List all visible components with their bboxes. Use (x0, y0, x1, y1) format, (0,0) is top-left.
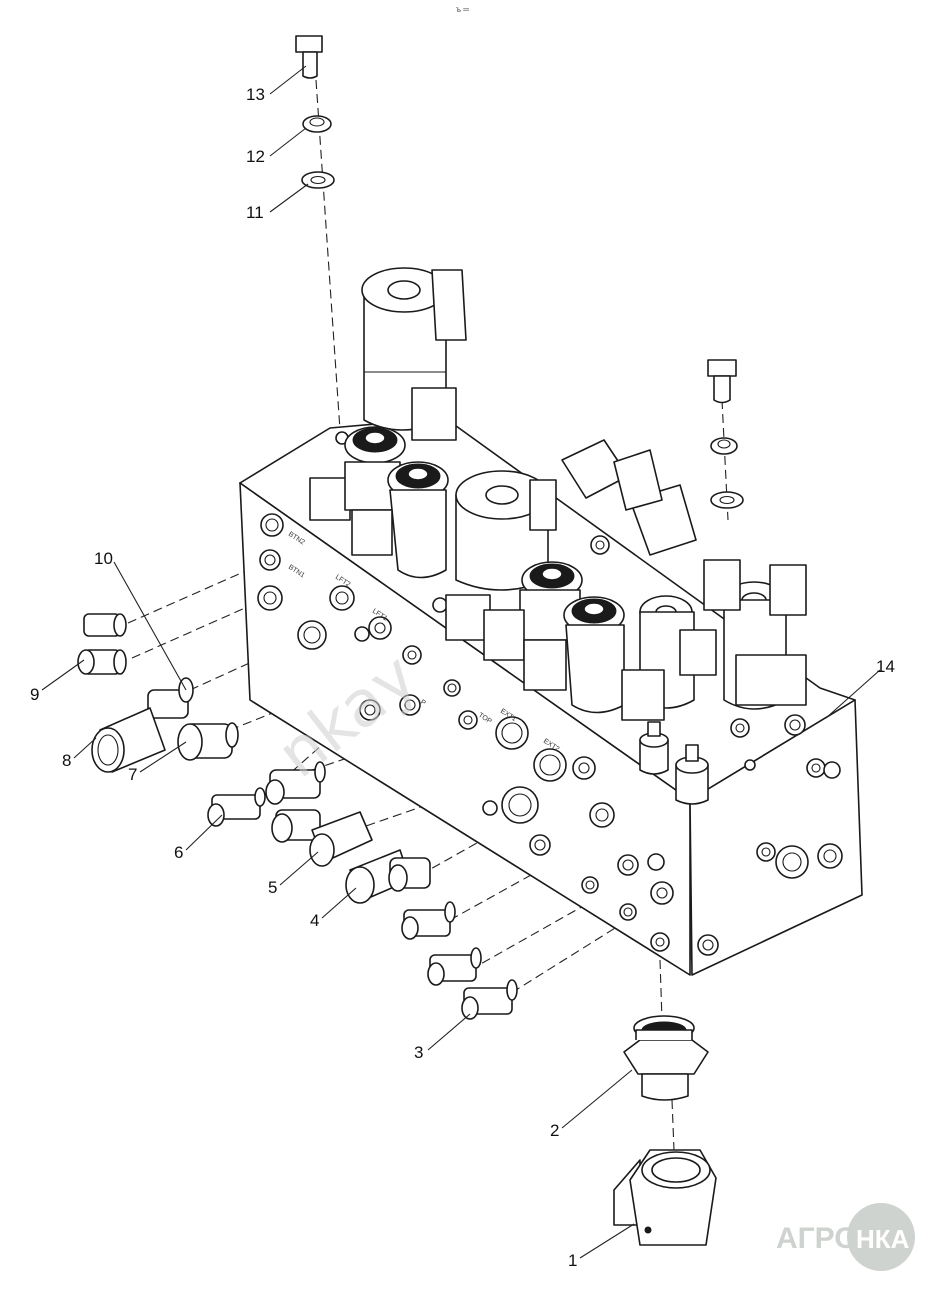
washer-11 (301, 171, 335, 189)
fitting-7 (177, 722, 239, 761)
callout-1: 1 (568, 1251, 577, 1270)
callout-13: 13 (246, 85, 265, 104)
block-ports-end (756, 758, 843, 879)
callout-2: 2 (550, 1121, 559, 1140)
top-mark: ъ ═ (456, 5, 469, 14)
connector-group-back (561, 439, 697, 556)
callout-12: 12 (246, 147, 265, 166)
callout-6: 6 (174, 843, 183, 862)
adapter-2 (623, 1015, 709, 1101)
solenoid-coil-3 (621, 595, 717, 721)
nut-block-1 (613, 1149, 717, 1246)
callout-3: 3 (414, 1043, 423, 1062)
fitting-6b (265, 761, 326, 805)
fitting-9 (77, 613, 127, 675)
valve-block: BTN2 BTN1 LFT2 LFT1 P TOP EXT1 EXT2 (239, 417, 863, 976)
stamp-p: P (419, 699, 427, 708)
bolt-stack-right (707, 359, 744, 509)
relief-valves (639, 721, 709, 805)
solenoid-coil-2 (455, 470, 557, 591)
logo-circle (847, 1203, 915, 1271)
bolt-13-shank (302, 51, 318, 79)
cartridge-2 (351, 461, 449, 579)
callout-5: 5 (268, 878, 277, 897)
fitting-small-a (401, 901, 456, 940)
callout-11: 11 (246, 203, 264, 222)
callout-labels: 13 12 11 10 9 8 7 6 5 4 3 2 1 14 (30, 85, 895, 1270)
fitting-6 (207, 787, 266, 827)
callout-9: 9 (30, 685, 39, 704)
fitting-3 (461, 979, 518, 1020)
logo-right-text: НКА (856, 1224, 910, 1254)
solenoid-valves (309, 267, 807, 805)
cartridge-4 (523, 596, 625, 714)
bolt-13-head (295, 35, 323, 53)
callout-4: 4 (310, 911, 319, 930)
agronka-logo: АГРО НКА (776, 1203, 915, 1271)
leader-lines (41, 65, 881, 1259)
block-ports-front (257, 513, 719, 956)
callout-7: 7 (128, 765, 137, 784)
fittings (77, 613, 518, 1020)
fitting-4 (345, 849, 431, 904)
fitting-10 (147, 677, 194, 719)
callout-8: 8 (62, 751, 71, 770)
callout-14: 14 (876, 657, 895, 676)
logo-left-text: АГРО (776, 1222, 858, 1255)
washer-12 (302, 115, 332, 133)
solenoid-coil-4 (703, 559, 807, 710)
fitting-small-b (427, 947, 482, 986)
block-ports-top (335, 431, 806, 771)
fitting-8 (91, 707, 166, 773)
cartridge-1 (309, 426, 406, 521)
bolt-stack-left (295, 35, 335, 189)
fitting-5 (271, 809, 373, 867)
callout-10: 10 (94, 549, 113, 568)
solenoid-coil-1 (361, 267, 467, 441)
